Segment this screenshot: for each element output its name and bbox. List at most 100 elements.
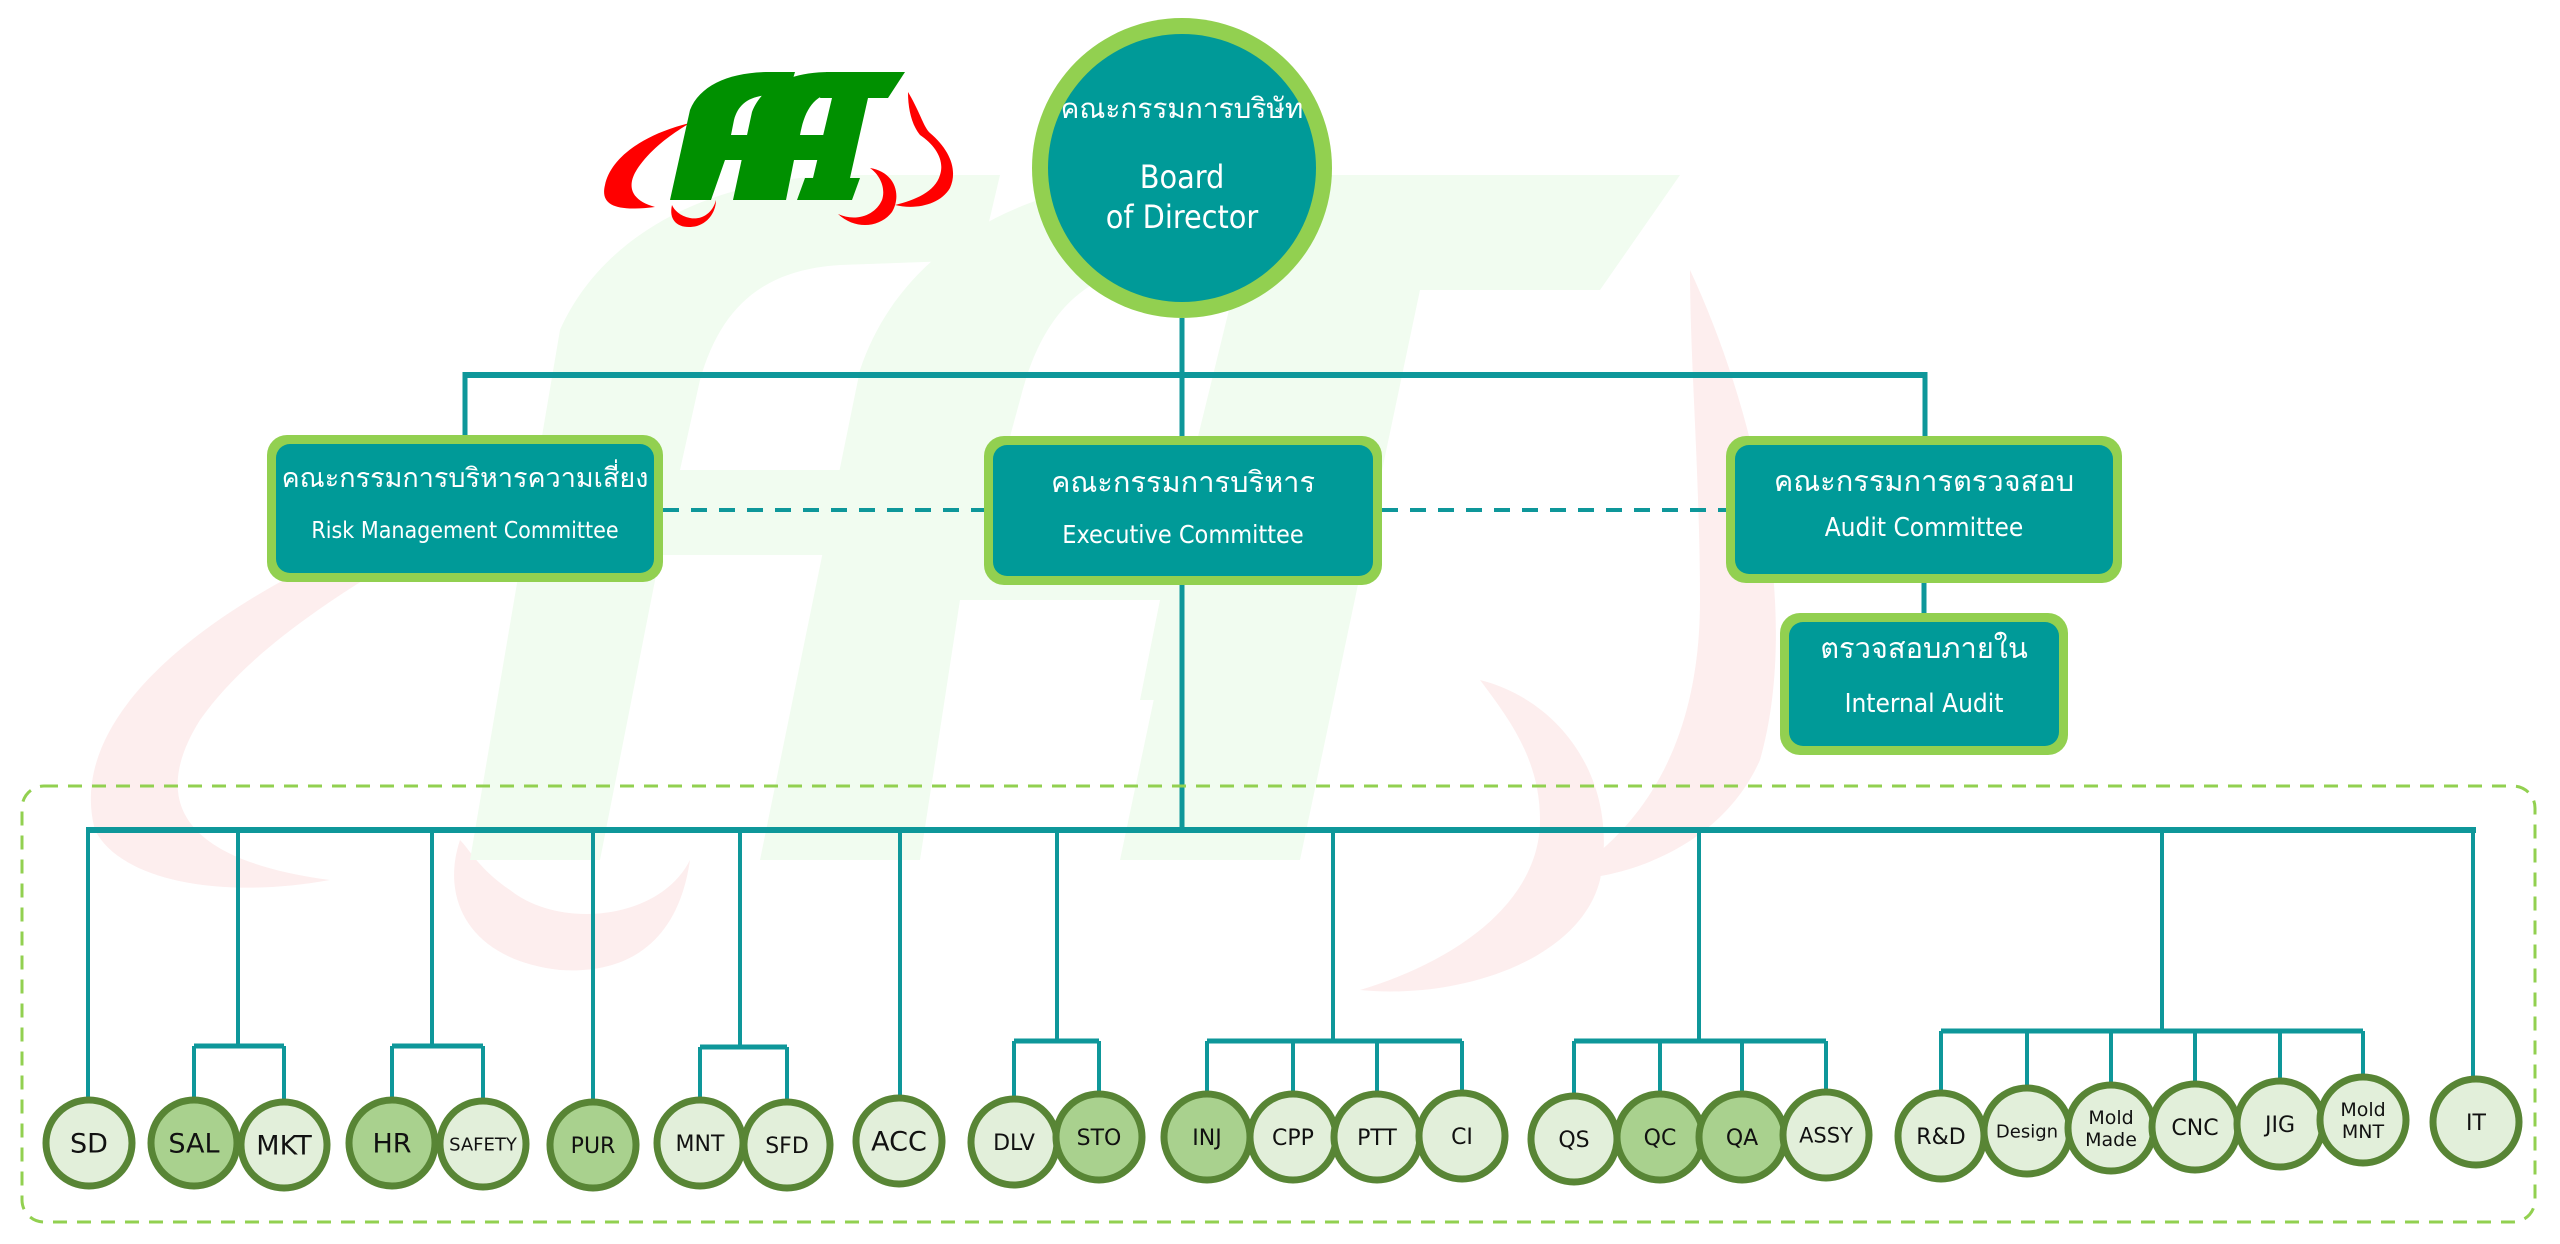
logo-letter-f [670, 72, 795, 200]
department-node-mkt[interactable]: MKT [237, 1098, 331, 1192]
department-node-sd[interactable]: SD [42, 1096, 136, 1190]
department-label: MKT [256, 1131, 312, 1162]
internal-audit-english-title: Internal Audit [1845, 689, 2004, 719]
department-node-sfd[interactable]: SFD [740, 1098, 834, 1192]
department-label: MNT [676, 1132, 725, 1157]
department-node-mnt[interactable]: MNT [653, 1096, 747, 1190]
department-label: STO [1077, 1126, 1122, 1151]
executive-committee-node[interactable]: คณะกรรมการบริหาร Executive Committee [984, 436, 1382, 585]
watermark-green-letter-3 [1120, 175, 1680, 860]
department-node-dlv[interactable]: DLV [967, 1095, 1061, 1189]
executive-english-title: Executive Committee [1062, 520, 1303, 549]
watermark-red-swoosh-right [1560, 270, 1776, 880]
department-node-sto[interactable]: STO [1052, 1090, 1146, 1184]
logo-swoosh-wheel-right [838, 168, 897, 226]
department-node-ptt[interactable]: PTT [1330, 1090, 1424, 1184]
logo-swoosh-left [604, 123, 690, 209]
risk-thai-title: คณะกรรมการบริหารความเสี่ยง [282, 459, 649, 494]
board-circle-inner [1048, 34, 1316, 302]
logo-swoosh-right [895, 92, 954, 207]
department-node-assy[interactable]: ASSY [1779, 1088, 1873, 1182]
department-circle [42, 1096, 136, 1190]
connectors [86, 318, 2476, 1102]
department-circle [1415, 1089, 1509, 1183]
department-node-acc[interactable]: ACC [852, 1094, 946, 1188]
department-label: ASSY [1799, 1124, 1853, 1148]
audit-thai-title: คณะกรรมการตรวจสอบ [1774, 464, 2074, 498]
department-node-pur[interactable]: PUR [546, 1098, 640, 1192]
department-node-cnc[interactable]: CNC [2148, 1080, 2242, 1174]
department-label: QA [1726, 1126, 1758, 1151]
department-node-cpp[interactable]: CPP [1246, 1090, 1340, 1184]
watermark-red-swoosh-right-lower [1360, 680, 1604, 992]
department-label: SD [70, 1129, 108, 1160]
department-label: SAL [168, 1129, 219, 1160]
department-node-safety[interactable]: SAFETY [436, 1097, 530, 1191]
department-group-frame [20, 784, 2537, 1224]
department-node-sal[interactable]: SAL [147, 1096, 241, 1190]
department-node-inj[interactable]: INJ [1160, 1090, 1254, 1184]
fpi-logo [604, 72, 954, 228]
department-circle [237, 1098, 331, 1192]
internal-audit-node[interactable]: ตรวจสอบภายใน Internal Audit [1780, 613, 2068, 755]
internal-audit-box [1789, 622, 2059, 746]
risk-box [276, 444, 654, 573]
department-circle [546, 1098, 640, 1192]
department-circle [147, 1096, 241, 1190]
department-circle [1779, 1088, 1873, 1182]
department-label: HR [372, 1129, 411, 1160]
watermark-red-swoosh-left [90, 470, 560, 888]
department-label: R&D [1916, 1125, 1965, 1150]
department-label: Design [1996, 1121, 2058, 1142]
department-node-it[interactable]: IT [2429, 1075, 2523, 1169]
department-node-ci[interactable]: CI [1415, 1089, 1509, 1183]
department-node-qa[interactable]: QA [1695, 1090, 1789, 1184]
watermark-green-letter-1 [470, 175, 1000, 860]
risk-english-title: Risk Management Committee [311, 518, 618, 544]
department-label: CI [1451, 1125, 1473, 1150]
department-node-jig[interactable]: JIG [2233, 1077, 2327, 1171]
departments: SD SAL MKT HR SAFETY PUR MNT SFD ACC DLV STO INJ CPP… [42, 1073, 2523, 1192]
department-node-qs[interactable]: QS [1527, 1092, 1621, 1186]
department-label: IT [2466, 1111, 2486, 1136]
department-circle [436, 1097, 530, 1191]
department-circle [2429, 1075, 2523, 1169]
audit-english-title: Audit Committee [1825, 513, 2024, 543]
logo-letter-i [797, 72, 905, 200]
watermark-logo [90, 175, 1776, 992]
department-label: INJ [1192, 1126, 1221, 1151]
executive-box [993, 445, 1373, 576]
board-english-line1: Board [1140, 158, 1225, 196]
board-thai-title: คณะกรรมการบริษัท [1061, 92, 1304, 125]
department-node-r-d[interactable]: R&D [1894, 1089, 1988, 1183]
department-node-qc[interactable]: QC [1613, 1090, 1707, 1184]
department-label: ACC [871, 1127, 927, 1158]
department-label: JIG [2263, 1113, 2295, 1138]
audit-box [1735, 445, 2113, 574]
department-circle [1052, 1090, 1146, 1184]
department-circle [345, 1096, 439, 1190]
department-label: SFD [765, 1134, 809, 1159]
department-node-hr[interactable]: HR [345, 1096, 439, 1190]
department-circle [740, 1098, 834, 1192]
logo-swoosh-wheel-left [671, 200, 716, 228]
department-label: PUR [571, 1134, 616, 1159]
department-label: CPP [1272, 1126, 1314, 1151]
board-english-line2: of Director [1106, 198, 1259, 236]
risk-management-committee-node[interactable]: คณะกรรมการบริหารความเสี่ยง Risk Manageme… [267, 435, 663, 582]
department-circle [2316, 1073, 2410, 1167]
department-node-design[interactable]: Design [1980, 1084, 2074, 1178]
department-label: CNC [2171, 1116, 2218, 1141]
department-label: PTT [1357, 1126, 1397, 1151]
department-circle [852, 1094, 946, 1188]
department-label: SAFETY [449, 1134, 518, 1155]
audit-committee-node[interactable]: คณะกรรมการตรวจสอบ Audit Committee [1726, 436, 2122, 583]
board-of-director-node[interactable]: คณะกรรมการบริษัท Board of Director [1032, 18, 1332, 318]
department-label: QC [1644, 1126, 1677, 1151]
watermark-red-swoosh-mid [454, 840, 690, 971]
